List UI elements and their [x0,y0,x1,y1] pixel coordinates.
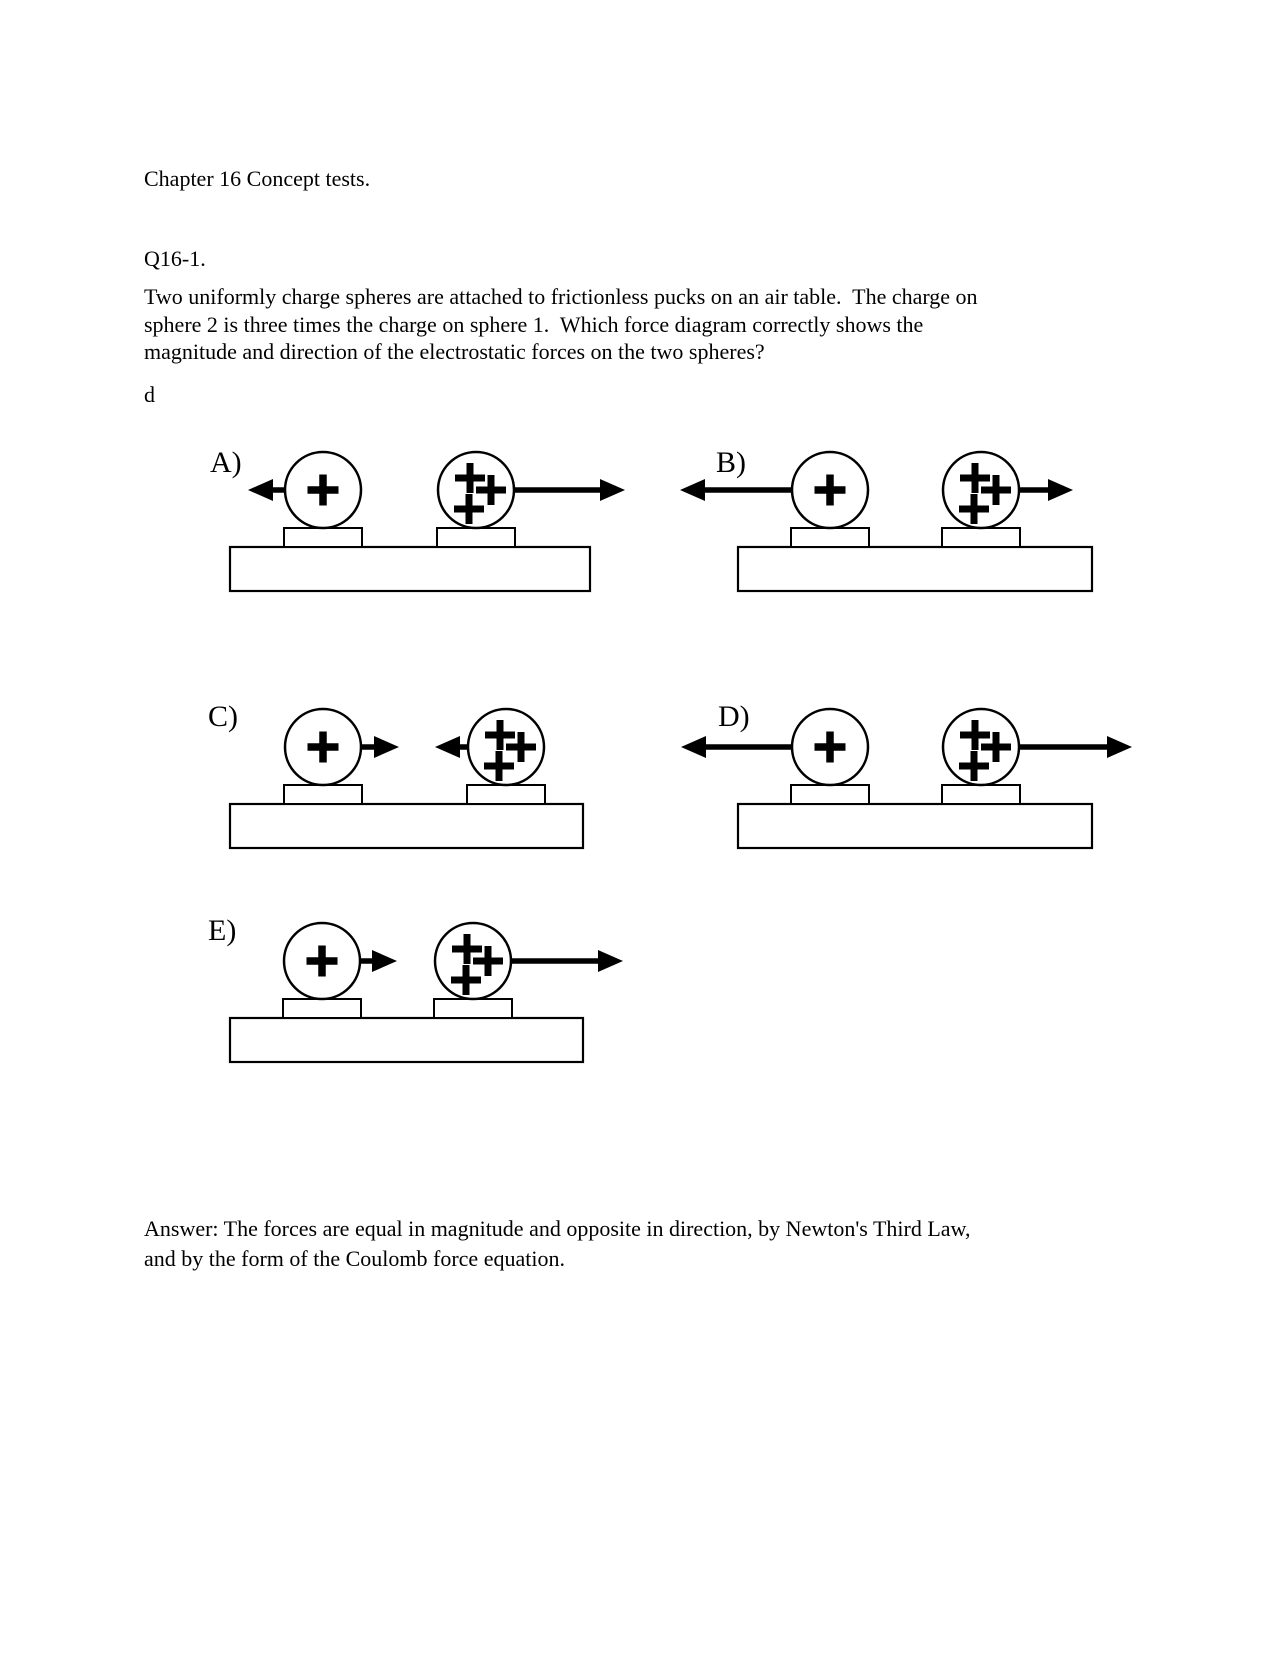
diagram-label: C) [208,700,238,733]
puck [941,784,1021,805]
plus-charge-icon [473,946,503,976]
plus-charge-icon [981,732,1011,762]
force-arrow-sphere1-head [680,479,705,501]
text-line: and by the form of the Coulomb force equ… [144,1246,565,1271]
question-paragraph: Two uniformly charge spheres are attache… [144,283,1094,366]
force-diagram-c: C) [208,700,585,850]
plus-charge-icon [814,731,846,763]
plus-charge-icon [960,463,990,493]
force-arrow-sphere2-head [600,479,625,501]
force-arrow-sphere2-head [435,736,460,758]
text-line: sphere 2 is three times the charge on sp… [144,311,924,337]
force-arrow-sphere2-head [1048,479,1073,501]
puck [941,527,1021,548]
plus-charge-icon [476,475,506,505]
stray-d-text: d [144,382,155,407]
force-arrow-sphere1-head [372,950,397,972]
plus-charge-icon [306,945,338,977]
force-diagram-b: B) [680,446,1094,593]
force-arrow-sphere1-head [681,736,706,758]
plus-charge-icon [451,965,481,995]
diagram-label: E) [208,914,236,947]
plus-charge-icon [452,934,482,964]
plus-charge-icon [959,751,989,781]
answer-paragraph: Answer: The forces are equal in magnitud… [144,1214,1104,1274]
question-number: Q16-1. [144,246,206,271]
plus-charge-icon [454,494,484,524]
text-line: Two uniformly charge spheres are attache… [144,284,978,309]
force-diagram-e: E) [208,914,623,1064]
puck [433,998,513,1019]
diagram-label: A) [210,446,242,479]
page-title: Chapter 16 Concept tests. [144,166,371,191]
diagram-label: D) [718,700,750,733]
plus-charge-icon [485,720,515,750]
plus-charge-icon [959,494,989,524]
plus-charge-icon [981,475,1011,505]
force-arrow-sphere2-head [598,950,623,972]
plus-charge-icon [455,463,485,493]
text-line: Answer: The forces are equal in magnitud… [144,1216,971,1241]
plus-charge-icon [506,732,536,762]
force-diagram-d: D) [681,700,1132,850]
force-diagram-a: A) [210,446,625,593]
puck [283,784,363,805]
plus-charge-icon [307,474,339,506]
puck [282,998,362,1019]
plus-charge-icon [484,751,514,781]
puck [790,784,870,805]
diagram-label: B) [716,446,746,479]
plus-charge-icon [307,731,339,763]
air-table [736,802,1094,850]
puck [466,784,546,805]
force-arrow-sphere1-head [374,736,399,758]
plus-charge-icon [960,720,990,750]
plus-charge-icon [814,474,846,506]
puck [283,527,363,548]
air-table [228,802,585,850]
puck [436,527,516,548]
force-arrow-sphere1-head [248,479,273,501]
puck [790,527,870,548]
force-arrow-sphere2-head [1107,736,1132,758]
text-line: magnitude and direction of the electrost… [144,339,765,364]
air-table [736,545,1094,593]
air-table [228,1016,585,1064]
air-table [228,545,592,593]
